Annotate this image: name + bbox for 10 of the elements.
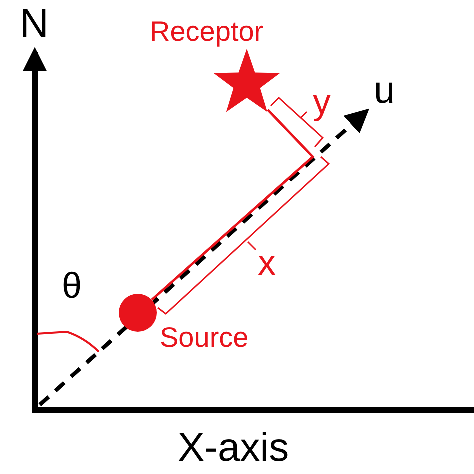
axis-label: θ (62, 268, 82, 304)
axis-label: N (20, 4, 49, 44)
axis-label: u (374, 72, 396, 110)
receptor-label: Receptor (150, 18, 264, 46)
source-dot (119, 294, 157, 332)
source-label: Source (160, 324, 249, 352)
axis-label: y (313, 84, 331, 120)
distance-line (151, 109, 315, 301)
axis-label: X-axis (178, 428, 290, 468)
axis-label: x (258, 245, 276, 281)
